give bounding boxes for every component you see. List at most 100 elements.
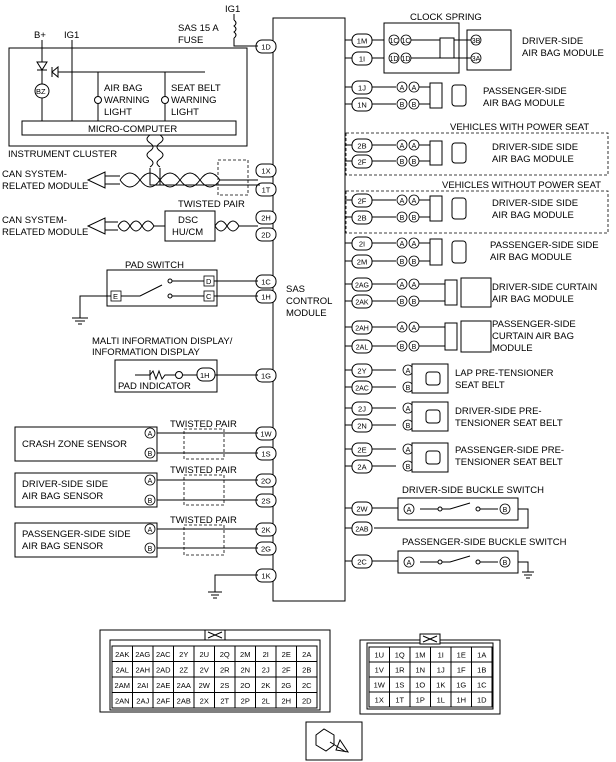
svg-text:A: A [412,282,417,289]
svg-text:2F: 2F [282,666,291,675]
can-arrow-2 [86,217,106,235]
with-power-seat: VEHICLES WITH POWER SEAT [450,122,589,133]
module-pin-1c: 1C [255,274,277,289]
svg-text:1N: 1N [415,666,425,675]
passenger-airbag-1: PASSENGER-SIDE [483,86,567,97]
output-pin-l-2-0: A [396,194,408,206]
connector-2-cell-2p: 2P [234,692,256,709]
svg-text:1M: 1M [357,37,367,46]
svg-text:B: B [400,259,405,266]
connector-1-cell-1h: 1H [450,691,472,708]
can-2-line2: RELATED MODULE [2,227,88,238]
sas-control-module [272,17,346,602]
svg-text:1E: 1E [457,651,466,660]
connector-1-cell-1q: 1Q [389,646,411,663]
svg-text:2A: 2A [302,650,311,659]
module-pin-2a-19: 2A [351,459,373,474]
driver-side-airbag-1a: DRIVER-SIDE SIDE [492,142,578,153]
module-pin-2g: 2G [255,541,277,556]
module-pin-2o: 2O [255,473,277,488]
passenger-buckle-pin-a: A [403,556,415,568]
svg-text:A: A [148,478,153,485]
connector-1-cell-1o: 1O [409,676,431,693]
driver-sensor-2: AIR BAG SENSOR [22,491,103,502]
module-pin-2k: 2K [255,522,277,537]
svg-text:3B: 3B [472,38,481,45]
svg-text:2AB: 2AB [355,527,369,534]
clock-pin-1c-r: 1C [400,34,412,46]
crash-sensor-label: CRASH ZONE SENSOR [22,439,127,450]
module-pin-2f-5: 2F [351,154,373,169]
seatbelt-light-3: LIGHT [171,107,199,118]
connector-2-cell-2m: 2M [234,645,256,662]
driver-sensor-1: DRIVER-SIDE SIDE [22,479,108,490]
svg-text:B: B [412,259,417,266]
svg-text:1Q: 1Q [395,651,405,660]
clock-pin-1c-l: 1C [388,34,400,46]
svg-text:B: B [406,423,411,430]
svg-text:B: B [148,451,153,458]
output-pin-l-3-1: B [396,255,408,267]
svg-text:A: A [148,527,153,534]
connector-2-cell-2z: 2Z [173,661,195,678]
connector-1-cell-1g: 1G [450,676,472,693]
svg-text:2O: 2O [240,681,250,690]
connector-2-cell-2s: 2S [214,676,236,693]
connector-1-cell-1a: 1A [471,646,493,663]
svg-text:2AK: 2AK [355,300,369,307]
driver-airbag-1: DRIVER-SIDE [522,36,583,47]
svg-text:A: A [400,241,405,248]
svg-text:1K: 1K [261,572,270,581]
sensor-pin-a-1: A [144,474,156,486]
clock-pin-3b: 3B [470,34,482,46]
svg-text:A: A [412,143,417,150]
svg-text:1D: 1D [390,56,399,63]
connector-2-cell-2u: 2U [193,645,215,662]
output-pin-l-5-1: B [396,340,408,352]
connector-2-cell-2ai: 2AI [132,676,154,693]
svg-text:1C: 1C [477,681,487,690]
connector-2-cell-2l: 2L [255,692,277,709]
driver-buckle-pin-a: A [403,503,415,515]
airbag-light-3: LIGHT [104,107,132,118]
twisted-driver: TWISTED PAIR [170,465,237,476]
passenger-curtain-1: PASSENGER-SIDE [492,319,576,330]
svg-text:3A: 3A [472,56,481,63]
svg-text:2AF: 2AF [156,697,170,706]
svg-text:1O: 1O [415,681,425,690]
seatbelt-light-2: WARNING [171,95,217,106]
svg-text:A: A [400,282,405,289]
seatbelt-light-1: SEAT BELT [171,83,221,94]
svg-text:2X: 2X [200,697,209,706]
output-pin-l-5-0: A [396,321,408,333]
clock-pin-1d-l: 1D [388,52,400,64]
driver-side-airbag-1b: DRIVER-SIDE SIDE [492,198,578,209]
output-pin-l-4-1: B [396,295,408,307]
svg-text:2Q: 2Q [220,650,230,659]
output-pin-l-0-1: B [396,98,408,110]
svg-text:2O: 2O [261,477,271,486]
svg-text:1G: 1G [261,372,271,381]
can-1-line2: RELATED MODULE [2,181,88,192]
connector-2-cell-2an: 2AN [111,692,133,709]
connector-2-cell-2x: 2X [193,692,215,709]
svg-text:1K: 1K [436,681,445,690]
svg-text:A: A [406,406,411,413]
connector-2-cell-2o: 2O [234,676,256,693]
svg-text:A: A [148,431,153,438]
connector-2-cell-2aa: 2AA [173,676,195,693]
svg-text:2V: 2V [200,666,209,675]
twisted-crash: TWISTED PAIR [170,419,237,430]
module-label-1: SAS [286,284,305,295]
connector-1-cell-1l: 1L [430,691,452,708]
sensor-pin-b-2: B [144,542,156,554]
svg-text:1G: 1G [456,681,466,690]
twisted-pair-can: TWISTED PAIR [178,199,245,210]
connector-2-cell-2j: 2J [255,661,277,678]
svg-text:2U: 2U [199,650,209,659]
module-pin-2b-7: 2B [351,210,373,225]
svg-text:B: B [412,102,417,109]
svg-text:B: B [400,299,405,306]
output-pin-r-1-1: B [408,155,420,167]
